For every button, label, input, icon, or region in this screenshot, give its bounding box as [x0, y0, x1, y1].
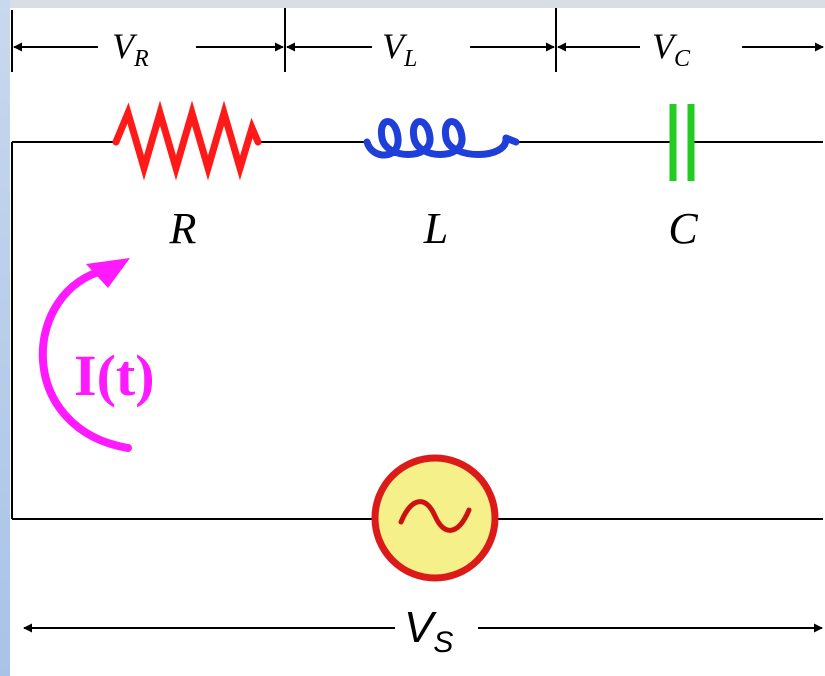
component-labels: R L C	[169, 204, 699, 253]
current-arrow-head	[86, 258, 130, 288]
top-voltage-spans	[11, 8, 824, 72]
label-vl: VL	[382, 26, 417, 72]
resistor-symbol	[112, 100, 262, 181]
current-arrow	[38, 258, 132, 452]
voltage-labels-top: VR VL VC	[112, 26, 691, 72]
label-vs: VS	[404, 603, 453, 659]
label-vc: VC	[652, 26, 691, 72]
ac-source-symbol	[371, 454, 499, 582]
sine-wave-icon	[398, 499, 472, 533]
circuit-wires	[11, 141, 823, 520]
label-l: L	[423, 204, 448, 253]
inductor-symbol	[363, 118, 520, 159]
left-strip	[0, 0, 10, 676]
label-r: R	[169, 204, 197, 253]
current-label: I(t)	[74, 343, 155, 408]
capacitor-symbol	[669, 104, 695, 181]
label-c: C	[668, 204, 698, 253]
top-strip	[0, 0, 825, 8]
label-vr: VR	[112, 26, 149, 72]
